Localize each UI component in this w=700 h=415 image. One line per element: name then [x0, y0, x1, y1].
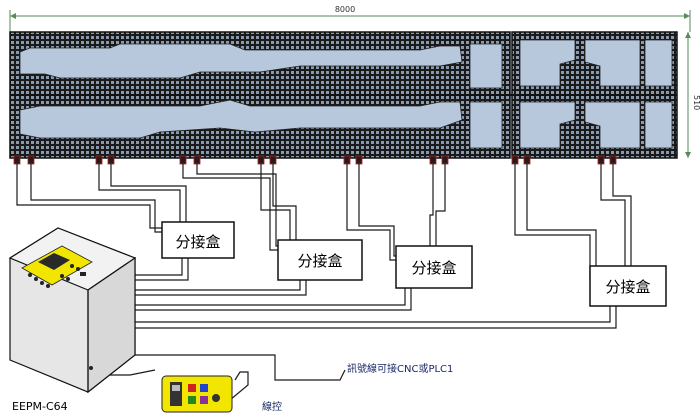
junction-box-3: 分接盒: [395, 245, 473, 289]
cables: [16, 164, 632, 401]
wire-control-note: 線控: [262, 400, 282, 413]
height-dimension-label: 510: [692, 95, 700, 110]
valve-connectors: [13, 155, 617, 165]
controller-cabinet: [8, 227, 137, 394]
width-dimension-label: 8000: [335, 5, 355, 14]
junction-box-2: 分接盒: [277, 239, 363, 281]
controller-model-label: EEPM-C64: [12, 400, 68, 413]
width-dimension: 8000: [9, 5, 691, 32]
signal-line-note: 訊號線可接CNC或PLC1: [347, 362, 453, 375]
vacuum-table: [9, 31, 678, 159]
junction-box-4-label: 分接盒: [605, 278, 650, 296]
suction-pockets: [19, 39, 673, 149]
junction-box-1-label: 分接盒: [175, 233, 220, 251]
junction-box-2-label: 分接盒: [297, 252, 342, 270]
junction-box-4: 分接盒: [589, 265, 667, 307]
junction-box-3-label: 分接盒: [411, 259, 456, 277]
junction-box-1: 分接盒: [161, 221, 235, 259]
wire-remote: [161, 375, 233, 413]
height-dimension: 510: [685, 32, 700, 158]
